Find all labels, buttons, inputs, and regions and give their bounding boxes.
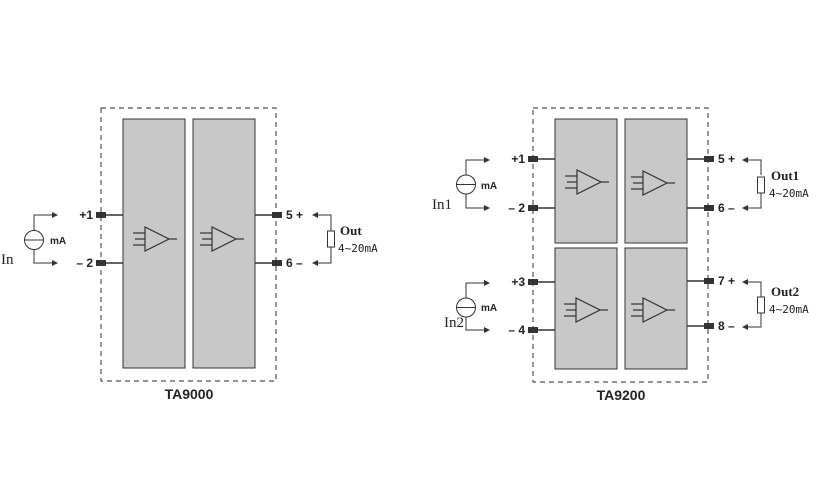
ta9000-terminal-6 [272,260,282,266]
ta9000-terminal-2 [96,260,106,266]
ta9200-ch2-input-label: In2 [444,315,464,331]
ta9200-terminal-5 [704,156,714,162]
ta9200-ch1-output-module [624,118,688,244]
ta9000-pin-5-label: 5 + [286,208,303,222]
ta9200-ch2-output-label: Out2 [771,284,799,299]
ta9000-output-label: Out [340,223,362,238]
ta9000-input-label: In [1,252,14,268]
ta9200-pin-6-label: 6 – [718,201,735,215]
ta9000-terminal-1 [96,212,106,218]
ta9000-model-label: TA9000 [165,386,214,402]
ta9200-terminal-1 [528,156,538,162]
ta9000-current-source-icon [24,212,58,266]
ta9200-ch1-load-resistor-icon [742,157,765,211]
ta9200-terminal-7 [704,278,714,284]
ta9000-terminal-5 [272,212,282,218]
ta9200-ch2-load-resistor-icon [742,279,765,330]
ta9200-pin-1-label: +1 [511,152,525,166]
ta9200-ch2-output-module [624,247,688,370]
ta9200-pin-7-label: 7 + [718,274,735,288]
ta9000-load-resistor-icon [312,212,335,266]
ta9200-terminal-6 [704,205,714,211]
ta9200-diagram: +1 – 2 +3 – 4 5 + 6 – 7 + 8 – mA [432,107,809,403]
ta9200-ch2-input-module [554,247,618,370]
ta9200-ch1-output-label: Out1 [771,168,799,183]
ta9200-ch1-input-unit: mA [481,181,497,192]
ta9200-terminal-4 [528,327,538,333]
ta9000-output-module [192,118,256,369]
ta9200-pin-8-label: 8 – [718,319,735,333]
ta9200-ch2-input-unit: mA [481,303,497,314]
ta9000-pin-1-label: +1 [79,208,93,222]
ta9200-ch2-current-source-icon [456,280,490,333]
ta9200-terminal-2 [528,205,538,211]
ta9200-ch1-input-module [554,118,618,244]
ta9000-input-module [122,118,186,369]
ta9200-ch1-output-range: 4~20mA [769,187,809,200]
ta9200-pin-2-label: – 2 [508,201,525,215]
ta9000-pin-6-label: 6 – [286,256,303,270]
ta9200-ch1-current-source-icon [456,157,490,211]
ta9200-pin-4-label: – 4 [508,323,525,337]
ta9200-pin-3-label: +3 [511,275,525,289]
ta9200-model-label: TA9200 [597,387,646,403]
ta9000-housing-outline [100,107,277,382]
ta9200-terminal-3 [528,279,538,285]
ta9000-input-unit: mA [50,236,66,247]
ta9200-ch1-input-label: In1 [432,197,452,213]
ta9000-output-range: 4~20mA [338,242,378,255]
ta9000-pin-2-label: – 2 [76,256,93,270]
ta9200-housing-outline [532,107,709,383]
ta9200-ch2-output-range: 4~20mA [769,303,809,316]
ta9200-terminal-8 [704,323,714,329]
ta9200-pin-5-label: 5 + [718,152,735,166]
ta9000-diagram: +1 – 2 5 + 6 – mA In Out 4~20mA [1,107,378,402]
